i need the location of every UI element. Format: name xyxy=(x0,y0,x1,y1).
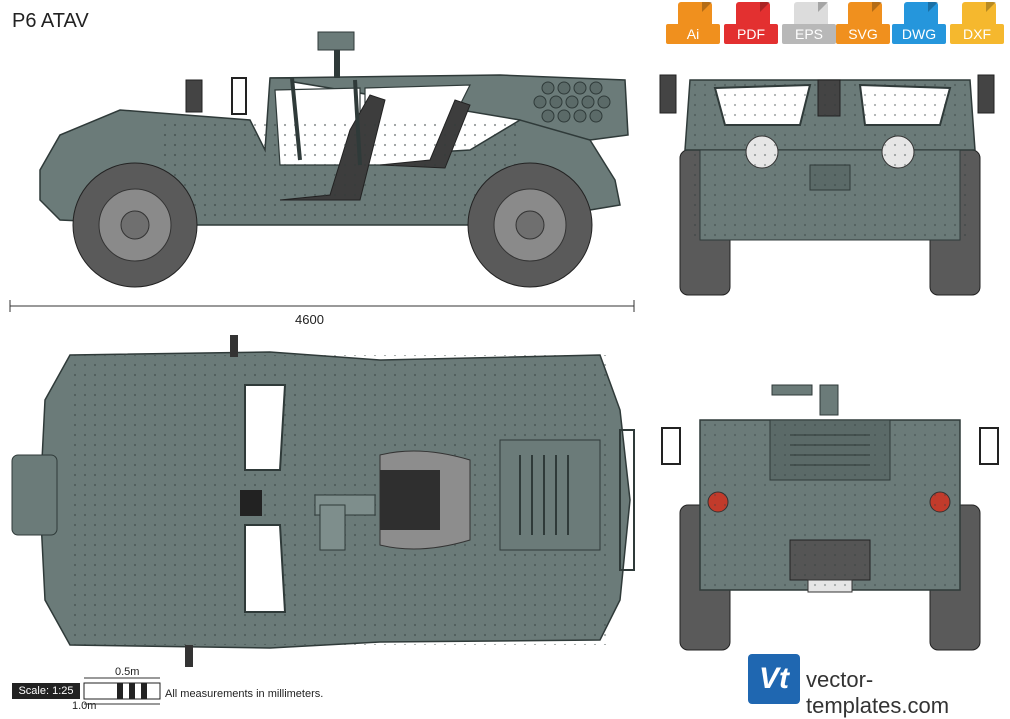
vt-logo-icon[interactable]: Vt xyxy=(748,654,800,704)
dwg-format-icon[interactable]: DWG xyxy=(892,2,946,52)
front-wheel xyxy=(72,162,198,288)
dxf-format-icon[interactable]: DXF xyxy=(950,2,1004,52)
top-view xyxy=(11,335,635,667)
side-view xyxy=(39,31,629,288)
page-title: P6 ATAV xyxy=(12,10,89,32)
scale-label: Scale: 1:25 xyxy=(12,683,80,699)
rear-view xyxy=(661,384,999,651)
svg-format-icon[interactable]: SVG xyxy=(836,2,890,52)
eps-format-icon[interactable]: EPS xyxy=(782,2,836,52)
ai-format-icon[interactable]: Ai xyxy=(666,2,720,52)
rear-wheel xyxy=(467,162,593,288)
length-dimension-line xyxy=(9,300,635,312)
scale-full-label: 1.0m xyxy=(72,700,97,712)
scale-half-label: 0.5m xyxy=(115,666,140,678)
length-dimension: 4600 xyxy=(295,312,324,327)
scale-bar xyxy=(83,677,161,705)
front-view xyxy=(659,74,995,296)
pdf-format-icon[interactable]: PDF xyxy=(724,2,778,52)
brand-link[interactable]: vector-templates.com xyxy=(806,667,950,718)
measurement-note: All measurements in millimeters. xyxy=(165,688,324,700)
